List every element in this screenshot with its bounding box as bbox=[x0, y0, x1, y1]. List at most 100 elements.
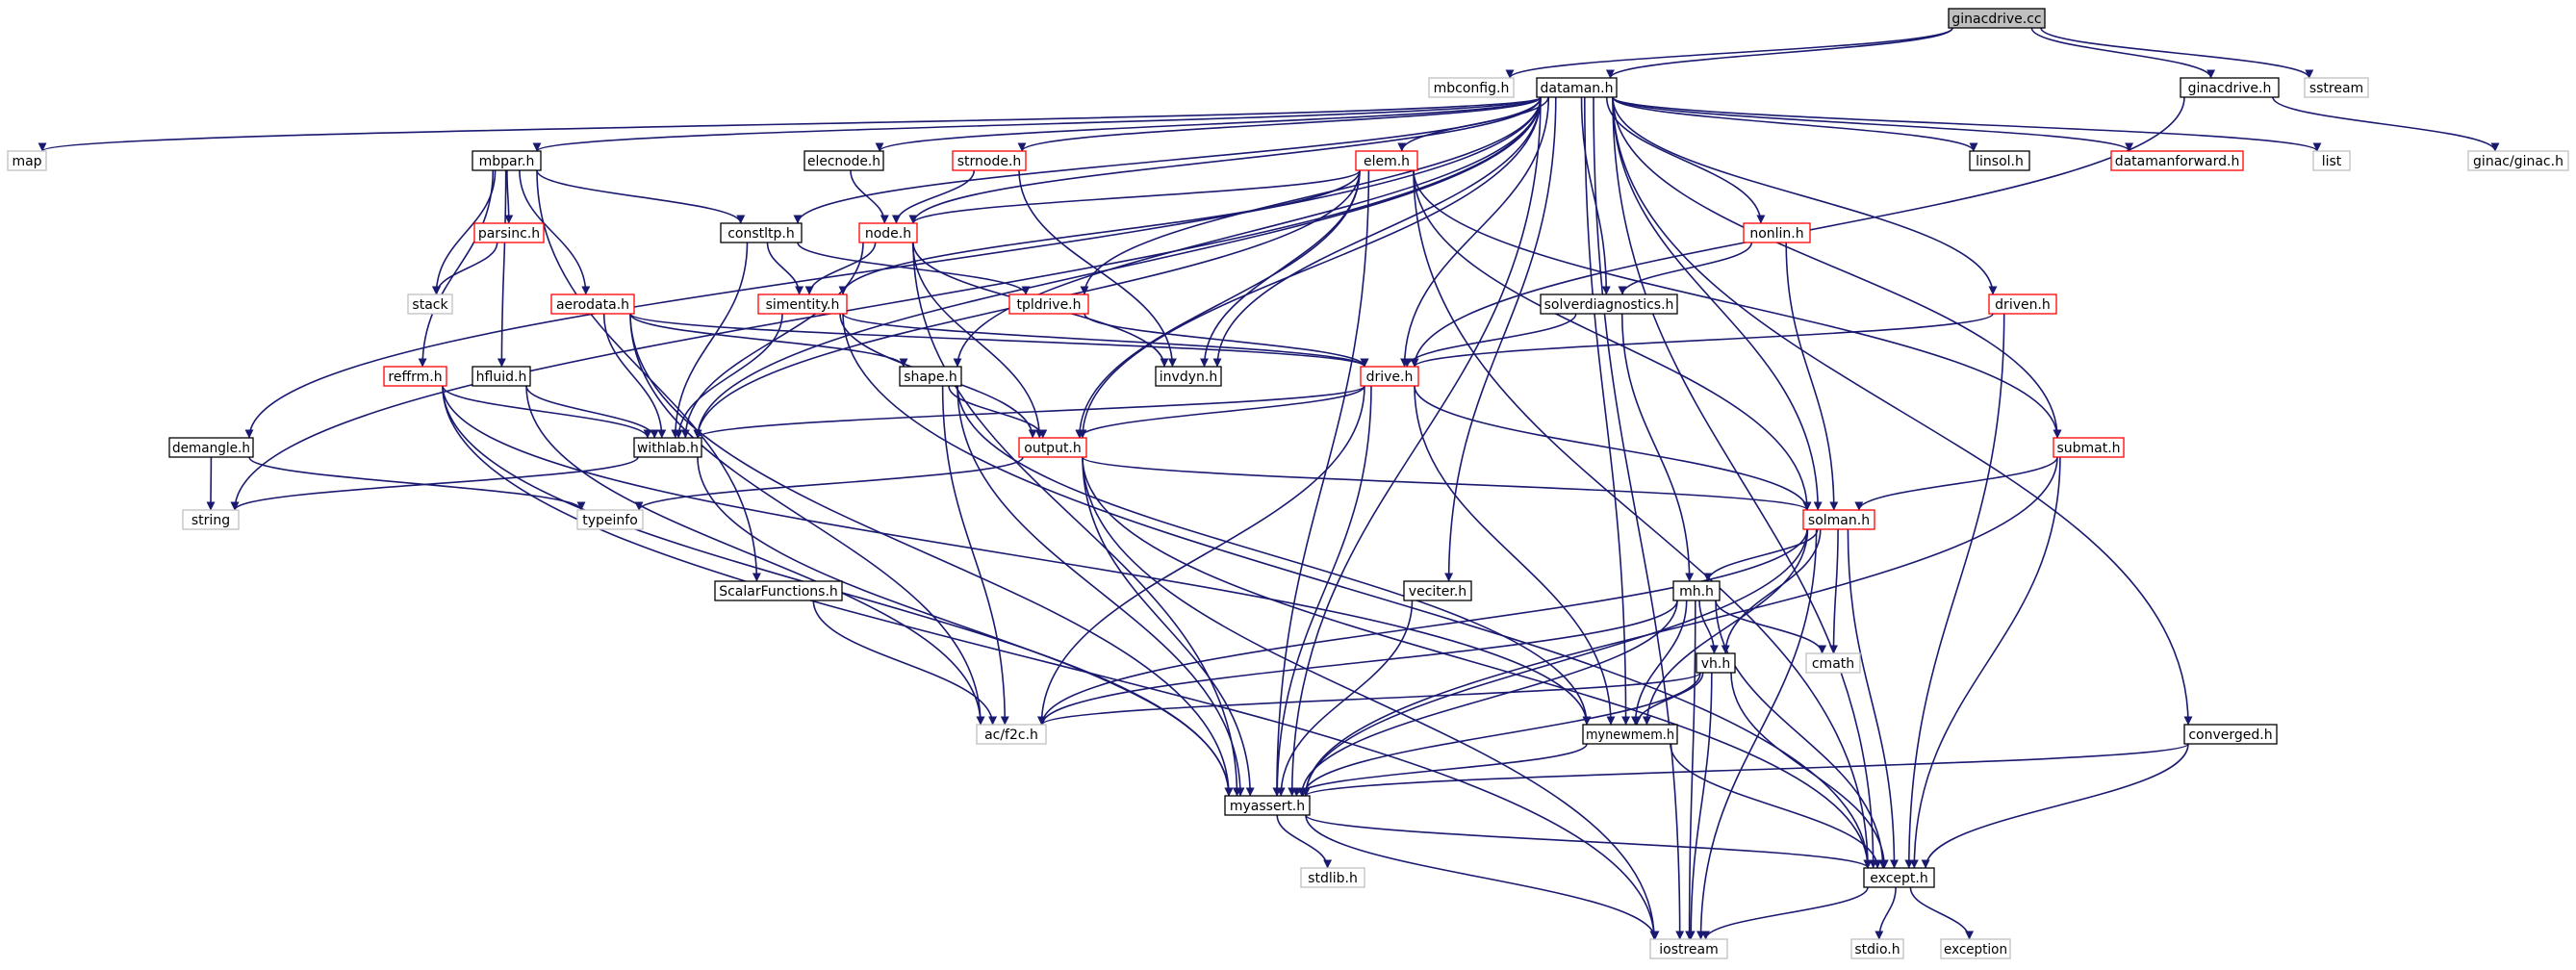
node-tpldrive-h[interactable]: tpldrive.h bbox=[1008, 294, 1089, 315]
node-mbconfig-h[interactable]: mbconfig.h bbox=[1428, 77, 1515, 98]
node-box[interactable] bbox=[952, 150, 1027, 171]
node-box[interactable] bbox=[1940, 938, 2011, 959]
node-solverdiagnostics-h[interactable]: solverdiagnostics.h bbox=[1540, 294, 1678, 315]
node-simentity-h[interactable]: simentity.h bbox=[757, 294, 848, 315]
node-box[interactable] bbox=[1582, 724, 1678, 745]
node-converged-h[interactable]: converged.h bbox=[2183, 724, 2278, 745]
node-shape-h[interactable]: shape.h bbox=[899, 366, 962, 387]
node-box[interactable] bbox=[1696, 652, 1736, 674]
node-stdlib-h[interactable]: stdlib.h bbox=[1300, 867, 1365, 888]
node-box[interactable] bbox=[1018, 437, 1087, 458]
node-box[interactable] bbox=[757, 294, 848, 315]
node-box[interactable] bbox=[1988, 294, 2057, 315]
node-except-h[interactable]: except.h bbox=[1863, 867, 1935, 888]
node-node-h[interactable]: node.h bbox=[858, 222, 918, 243]
node-box[interactable] bbox=[2110, 150, 2244, 171]
node-box[interactable] bbox=[633, 437, 702, 458]
node-box[interactable] bbox=[2467, 150, 2569, 171]
node-exception[interactable]: exception bbox=[1940, 938, 2011, 959]
node-box[interactable] bbox=[2304, 77, 2369, 98]
node-veciter-h[interactable]: veciter.h bbox=[1403, 580, 1472, 601]
node-solman-h[interactable]: solman.h bbox=[1802, 509, 1875, 530]
node-box[interactable] bbox=[473, 222, 545, 243]
node-box[interactable] bbox=[803, 150, 884, 171]
node-box[interactable] bbox=[1008, 294, 1089, 315]
node-map[interactable]: map bbox=[7, 150, 47, 171]
node-box[interactable] bbox=[1155, 366, 1222, 387]
node-constltp-h[interactable]: constltp.h bbox=[720, 222, 803, 243]
node-box[interactable] bbox=[2183, 724, 2278, 745]
node-box[interactable] bbox=[899, 366, 962, 387]
node-demangle-h[interactable]: demangle.h bbox=[168, 437, 254, 458]
node-box[interactable] bbox=[550, 294, 635, 315]
node-output-h[interactable]: output.h bbox=[1018, 437, 1087, 458]
node-strnode-h[interactable]: strnode.h bbox=[952, 150, 1027, 171]
node-reffrm-h[interactable]: reffrm.h bbox=[383, 366, 447, 387]
node-box[interactable] bbox=[2053, 437, 2125, 458]
node-box[interactable] bbox=[1672, 580, 1721, 601]
node-ginacdrive-h[interactable]: ginacdrive.h bbox=[2180, 77, 2280, 98]
node-box[interactable] bbox=[1300, 867, 1365, 888]
node-submat-h[interactable]: submat.h bbox=[2053, 437, 2125, 458]
node-nonlin-h[interactable]: nonlin.h bbox=[1743, 222, 1811, 243]
node-iostream[interactable]: iostream bbox=[1649, 938, 1728, 959]
node-box[interactable] bbox=[1948, 8, 2046, 29]
node-box[interactable] bbox=[720, 222, 803, 243]
node-box[interactable] bbox=[168, 437, 254, 458]
node-box[interactable] bbox=[1850, 938, 1904, 959]
node-box[interactable] bbox=[858, 222, 918, 243]
node-box[interactable] bbox=[714, 580, 843, 601]
node-box[interactable] bbox=[2312, 150, 2351, 171]
node-ac-f2c-h[interactable]: ac/f2c.h bbox=[976, 724, 1047, 745]
node-box[interactable] bbox=[1540, 294, 1678, 315]
node-box[interactable] bbox=[1428, 77, 1515, 98]
node-box[interactable] bbox=[7, 150, 47, 171]
node-elem-h[interactable]: elem.h bbox=[1355, 150, 1418, 171]
node-box[interactable] bbox=[2180, 77, 2280, 98]
node-box[interactable] bbox=[407, 294, 453, 315]
node-aerodata-h[interactable]: aerodata.h bbox=[550, 294, 635, 315]
node-stack[interactable]: stack bbox=[407, 294, 453, 315]
node-sstream[interactable]: sstream bbox=[2304, 77, 2369, 98]
node-cmath[interactable]: cmath bbox=[1805, 652, 1861, 674]
node-box[interactable] bbox=[1649, 938, 1728, 959]
node-elecnode-h[interactable]: elecnode.h bbox=[803, 150, 884, 171]
node-box[interactable] bbox=[1403, 580, 1472, 601]
node-typeinfo[interactable]: typeinfo bbox=[576, 509, 644, 530]
node-box[interactable] bbox=[1743, 222, 1811, 243]
node-myassert-h[interactable]: myassert.h bbox=[1224, 795, 1311, 816]
node-ginac-ginac-h[interactable]: ginac/ginac.h bbox=[2467, 150, 2569, 171]
node-box[interactable] bbox=[472, 150, 542, 171]
node-box[interactable] bbox=[182, 509, 240, 530]
node-box[interactable] bbox=[383, 366, 447, 387]
node-box[interactable] bbox=[1863, 867, 1935, 888]
node-drive-h[interactable]: drive.h bbox=[1360, 366, 1419, 387]
node-scalarfunctions-h[interactable]: ScalarFunctions.h bbox=[714, 580, 843, 601]
node-vh-h[interactable]: vh.h bbox=[1696, 652, 1736, 674]
node-withlab-h[interactable]: withlab.h bbox=[633, 437, 702, 458]
node-box[interactable] bbox=[1224, 795, 1311, 816]
node-mbpar-h[interactable]: mbpar.h bbox=[472, 150, 542, 171]
node-mh-h[interactable]: mh.h bbox=[1672, 580, 1721, 601]
node-box[interactable] bbox=[1360, 366, 1419, 387]
node-box[interactable] bbox=[976, 724, 1047, 745]
node-box[interactable] bbox=[1805, 652, 1861, 674]
node-box[interactable] bbox=[576, 509, 644, 530]
node-box[interactable] bbox=[1355, 150, 1418, 171]
node-invdyn-h[interactable]: invdyn.h bbox=[1155, 366, 1222, 387]
node-box[interactable] bbox=[1802, 509, 1875, 530]
node-box[interactable] bbox=[1536, 77, 1618, 98]
node-string[interactable]: string bbox=[182, 509, 240, 530]
node-linsol-h[interactable]: linsol.h bbox=[1969, 150, 2030, 171]
node-hfluid-h[interactable]: hfluid.h bbox=[472, 366, 531, 387]
node-parsinc-h[interactable]: parsinc.h bbox=[473, 222, 545, 243]
node-driven-h[interactable]: driven.h bbox=[1988, 294, 2057, 315]
node-list[interactable]: list bbox=[2312, 150, 2351, 171]
node-datamanforward-h[interactable]: datamanforward.h bbox=[2110, 150, 2244, 171]
node-dataman-h[interactable]: dataman.h bbox=[1536, 77, 1618, 98]
node-box[interactable] bbox=[472, 366, 531, 387]
node-mynewmem-h[interactable]: mynewmem.h bbox=[1582, 724, 1678, 745]
node-box[interactable] bbox=[1969, 150, 2030, 171]
node-ginacdrive-cc[interactable]: ginacdrive.cc bbox=[1948, 8, 2046, 29]
node-stdio-h[interactable]: stdio.h bbox=[1850, 938, 1904, 959]
